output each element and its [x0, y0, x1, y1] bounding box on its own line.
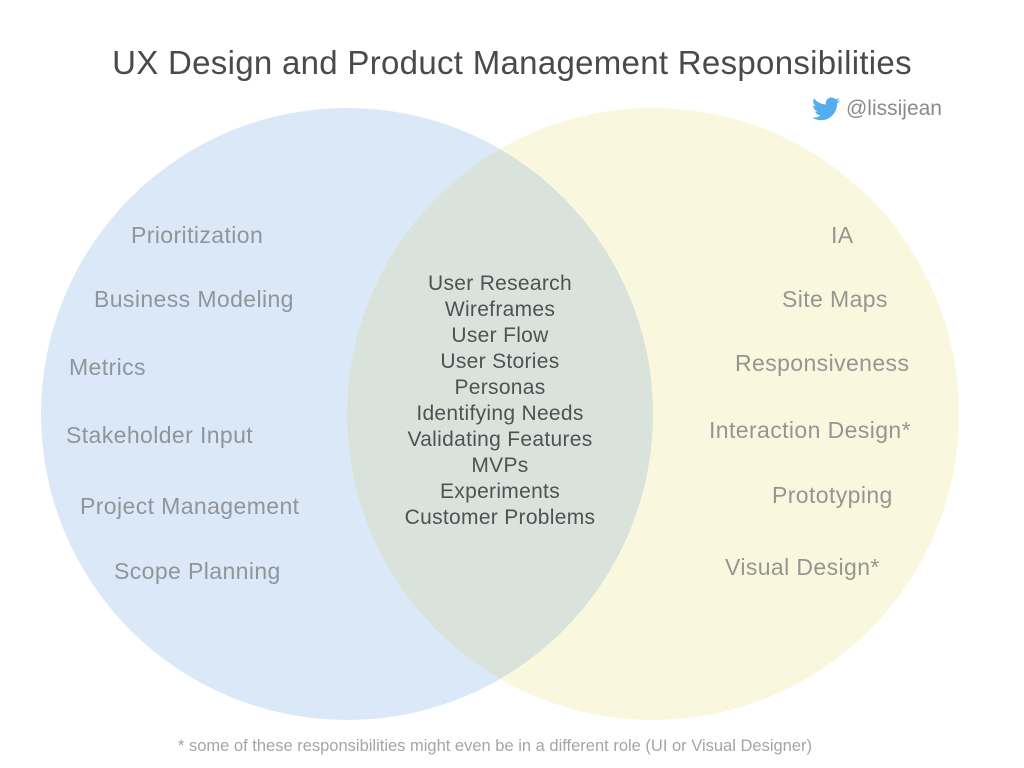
twitter-bird-icon — [811, 97, 840, 121]
twitter-handle[interactable]: @lissijean — [811, 97, 942, 121]
overlap-item: Identifying Needs — [416, 402, 584, 425]
overlap-item: Personas — [454, 376, 546, 399]
ux-item: Prototyping — [772, 482, 893, 508]
pm-item: Scope Planning — [114, 558, 281, 584]
overlap-item: MVPs — [471, 454, 529, 477]
overlap-item: Wireframes — [444, 298, 556, 321]
ux-item: Responsiveness — [735, 350, 910, 376]
overlap-item: User Flow — [451, 324, 549, 347]
overlap-item: User Stories — [440, 350, 560, 373]
pm-item: Project Management — [80, 493, 300, 519]
pm-item: Metrics — [69, 354, 146, 380]
overlap-item: Experiments — [439, 480, 560, 503]
overlap-item: Customer Problems — [404, 506, 596, 529]
pm-item: Stakeholder Input — [66, 422, 254, 448]
page-title: UX Design and Product Management Respons… — [112, 44, 912, 81]
ux-item: Site Maps — [782, 286, 888, 312]
pm-item: Prioritization — [131, 222, 264, 248]
overlap-item: Validating Features — [407, 428, 593, 451]
pm-item: Business Modeling — [94, 286, 294, 312]
overlap-item: User Research — [428, 272, 572, 295]
ux-item: Visual Design* — [725, 554, 880, 580]
ux-item: IA — [831, 222, 854, 248]
overlap-region — [347, 108, 653, 720]
overlap-list: User Research Wireframes User Flow User … — [380, 271, 620, 531]
ux-item: Interaction Design* — [709, 417, 911, 443]
twitter-handle-text: @lissijean — [845, 97, 942, 120]
footnote: * some of these responsibilities might e… — [177, 737, 813, 755]
